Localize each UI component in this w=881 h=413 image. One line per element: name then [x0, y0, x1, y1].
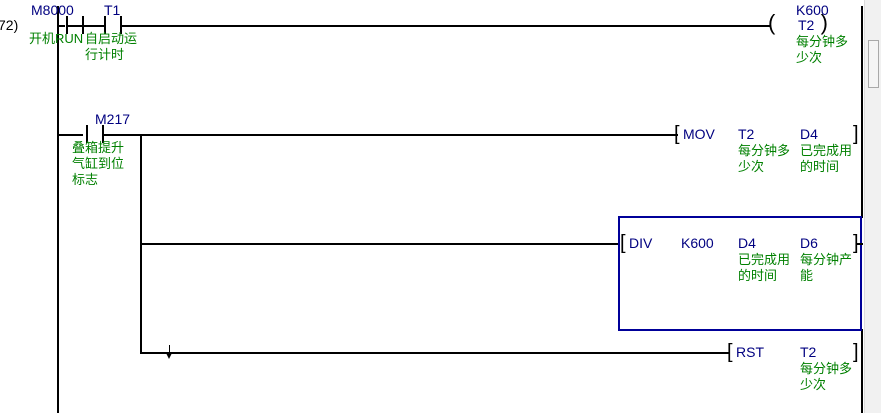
branch3-wire: [140, 352, 730, 354]
branch1-wire: [102, 134, 678, 136]
div-operand-1-comment: 已完成用 的时间: [738, 252, 791, 283]
contact-m217-device: M217: [95, 111, 131, 127]
mov-operand-0[interactable]: T2: [738, 126, 755, 142]
rung2-wire-left: [57, 134, 83, 136]
selection-highlight-box-edge: [618, 216, 862, 331]
contact-m8000-device: M8000: [31, 2, 74, 18]
rung1-wire-mid: [82, 25, 104, 27]
div-operand-1[interactable]: D4: [738, 235, 756, 251]
rst-bracket-close: ]: [853, 341, 859, 363]
left-power-rail: [57, 6, 59, 413]
branch2-wire: [140, 243, 620, 245]
mov-mnemonic[interactable]: MOV: [683, 126, 715, 142]
right-power-rail: [861, 6, 863, 413]
contact-m217-comment: 叠箱提升 气缸到位 标志: [72, 140, 125, 187]
vertical-scrollbar[interactable]: [864, 0, 881, 413]
coil-t2-device: T2: [798, 17, 815, 33]
div-bracket-close: ]: [853, 232, 859, 254]
step-number: 72): [0, 17, 19, 33]
rst-bracket-open: [: [727, 341, 733, 363]
rung1-wire-m8000-bridge: [66, 25, 82, 27]
rst-mnemonic[interactable]: RST: [736, 344, 764, 360]
mov-operand-1[interactable]: D4: [800, 126, 818, 142]
coil-t2-preset: K600: [796, 2, 829, 18]
rung1-wire-left: [57, 25, 65, 27]
scrollbar-thumb[interactable]: [868, 40, 879, 88]
mov-operand-0-comment: 每分钟多 少次: [738, 143, 791, 174]
mov-bracket-open: [: [674, 123, 680, 145]
mov-bracket-close: ]: [853, 123, 859, 145]
coil-paren-right: ): [820, 10, 828, 35]
div-bracket-open: [: [620, 232, 626, 254]
coil-paren-left: (: [768, 10, 776, 35]
rst-operand-0[interactable]: T2: [800, 344, 817, 360]
mov-operand-1-comment: 已完成用 的时间: [800, 143, 853, 174]
div-mnemonic[interactable]: DIV: [629, 235, 653, 251]
contact-t1-device: T1: [104, 2, 121, 18]
contact-bar-left: [104, 16, 106, 34]
contact-t1-comment: 自启动运 行计时: [85, 31, 138, 62]
contact-bar-left: [86, 125, 88, 143]
edit-cursor-marker: [165, 345, 174, 359]
rst-operand-0-comment: 每分钟多 少次: [800, 361, 853, 392]
coil-t2[interactable]: ( ): [768, 10, 828, 39]
div-operand-2-comment: 每分钟产 能: [800, 252, 853, 283]
div-operand-2[interactable]: D6: [800, 235, 818, 251]
div-operand-0[interactable]: K600: [681, 235, 714, 251]
rung1-wire-to-coil: [120, 25, 770, 27]
div-right-connector: [857, 243, 863, 245]
contact-m8000-comment: 开机RUN: [29, 31, 84, 46]
cursor-stem: [169, 345, 170, 356]
cursor-arrowhead: [166, 353, 172, 359]
coil-t2-comment: 每分钟多 少次: [796, 34, 849, 65]
